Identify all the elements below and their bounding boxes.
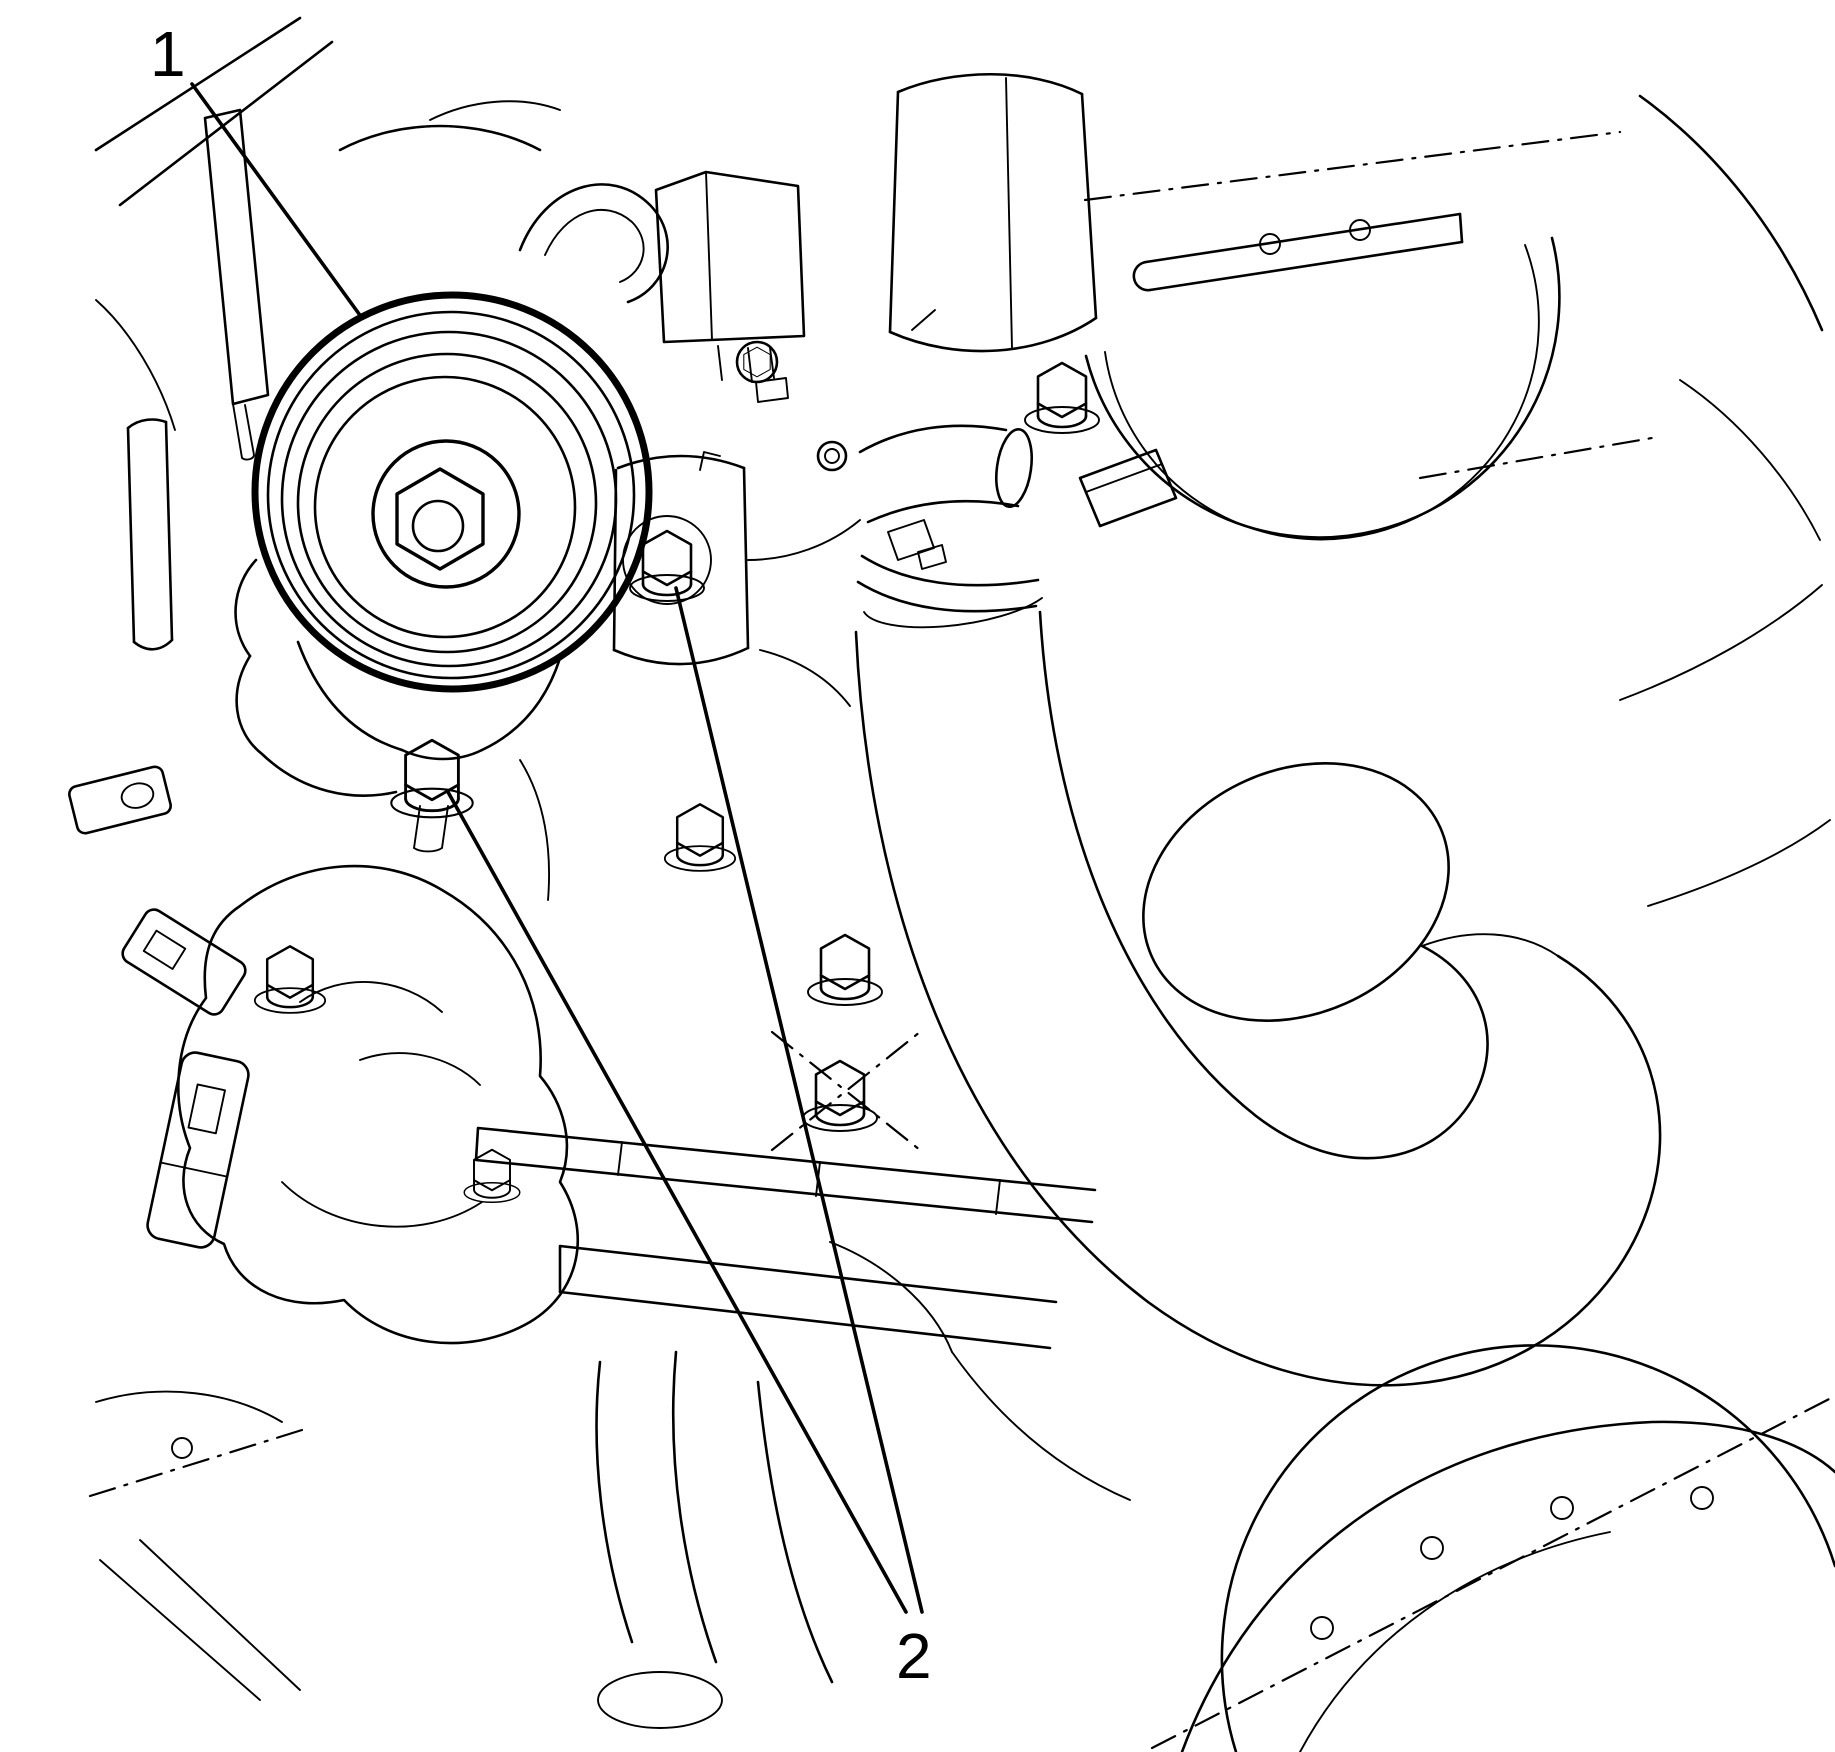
mount-bolt-icon — [1023, 361, 1101, 435]
throttle-body — [735, 72, 1101, 472]
tensioner-arm — [234, 558, 562, 901]
boss-block — [1078, 448, 1178, 528]
leader-line-1 — [190, 82, 364, 320]
callout-leaders — [190, 82, 924, 1614]
block-bolt-icon — [806, 933, 884, 1007]
leader-line-2b — [674, 586, 924, 1614]
callout-label-2: 2 — [896, 1620, 932, 1692]
block-bolts — [663, 803, 922, 1152]
pump-bolt-icon — [253, 945, 327, 1015]
tensioner-pulley — [251, 291, 653, 693]
callout-label-1: 1 — [150, 18, 186, 90]
water-pump — [68, 765, 580, 1345]
lower-bracket-bar — [463, 1126, 1097, 1350]
top-left-frame — [94, 16, 669, 651]
block-bolt-icon — [663, 803, 737, 873]
top-connector-block — [654, 170, 806, 403]
coolant-hose — [854, 424, 1831, 1387]
bottom-engine — [88, 1241, 1131, 1729]
bar-bolt-icon — [463, 1148, 521, 1204]
leader-line-2a — [446, 790, 908, 1614]
bell-housing-flange — [1150, 1344, 1835, 1752]
intake-bore — [1083, 94, 1824, 541]
